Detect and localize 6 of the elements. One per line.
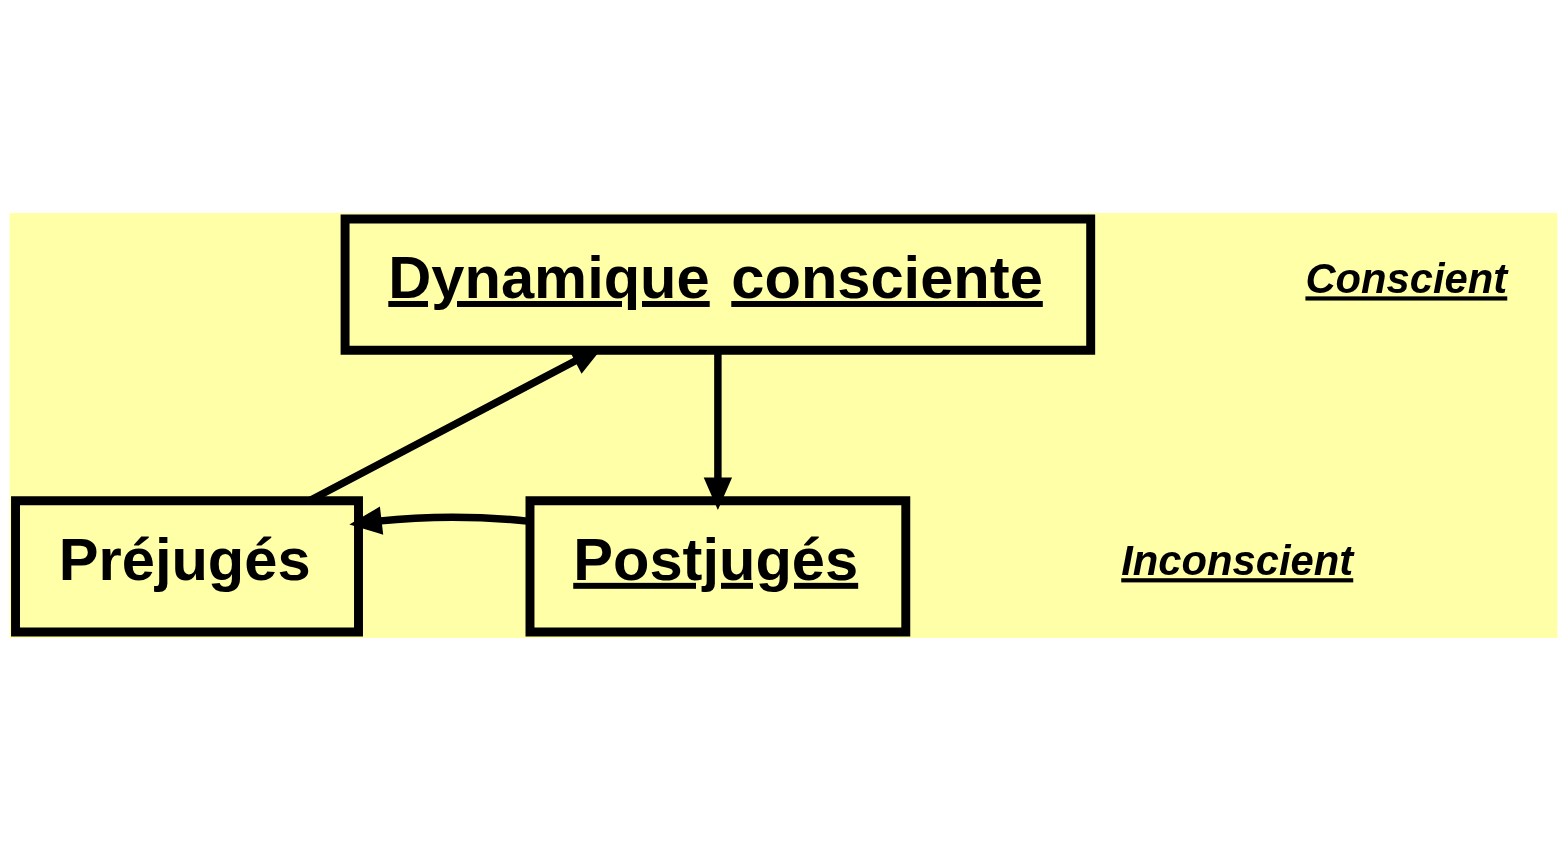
node-box: Dynamique consciente [340, 214, 1096, 355]
label: Inconscient [1121, 536, 1354, 584]
arrow [703, 350, 733, 510]
node-box: Postjugés [525, 495, 911, 636]
node-box: Préjugés [11, 495, 363, 636]
label: Conscient [1305, 254, 1508, 302]
